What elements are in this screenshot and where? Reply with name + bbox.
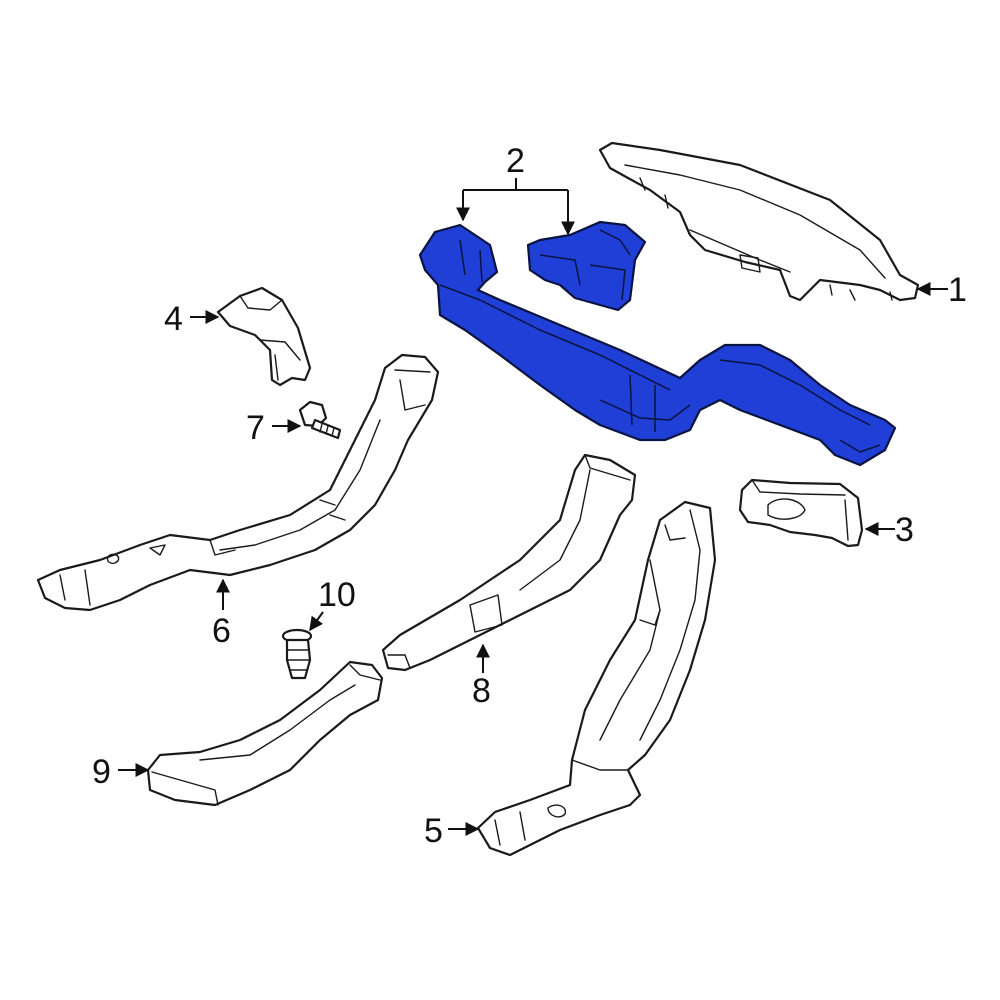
callout-8: 8 [472,672,491,710]
part-1-upper-duct-panel [598,141,920,302]
callout-10: 10 [318,576,356,614]
part-4-bracket [216,286,312,387]
callout-2: 2 [506,142,525,180]
callout-1: 1 [948,271,967,309]
part-8-center-duct [381,453,637,672]
part-5-right-duct [476,500,717,857]
part-10-clip [281,628,313,680]
center-vent-block [526,220,647,312]
part-6-left-duct [36,353,440,612]
callout-5: 5 [424,812,443,850]
part-3-side-duct [738,478,864,548]
callout-9: 9 [92,753,111,791]
leader-lines [118,178,948,836]
callout-6: 6 [212,612,231,650]
part-7-bolt [298,400,342,440]
callout-7: 7 [246,409,265,447]
part-2-main-duct [418,220,897,467]
part-9-lower-duct [146,660,384,807]
callout-3: 3 [895,511,914,549]
main-duct-left-section [418,223,897,467]
callout-4: 4 [164,300,183,338]
